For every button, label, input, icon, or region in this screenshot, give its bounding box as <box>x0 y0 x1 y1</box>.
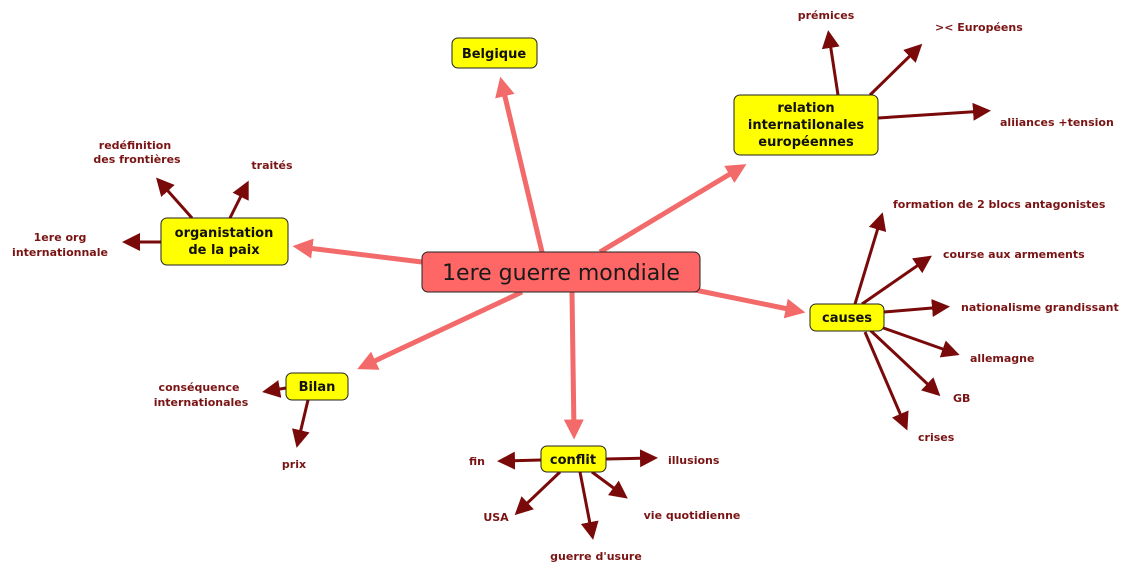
arrow-europeens <box>868 43 923 97</box>
arrow-nationalisme <box>883 299 950 317</box>
leaf-fin[interactable]: fin <box>469 455 485 468</box>
leaf-redefinition[interactable]: redéfinition <box>99 139 171 152</box>
arrow-blocs <box>853 212 887 305</box>
node-belgique-label: Belgique <box>462 47 527 62</box>
arrow-to-bilan <box>357 289 524 370</box>
node-conflit-label: conflit <box>550 453 596 468</box>
causes-arrows <box>853 212 960 431</box>
node-organisation[interactable]: organistation de la paix <box>160 217 289 266</box>
leaf-org[interactable]: 1ere org <box>34 231 87 244</box>
arrow-usa <box>514 470 562 516</box>
leaf-illusions[interactable]: illusions <box>668 454 720 467</box>
arrow-allemagne <box>874 323 960 358</box>
leaf-armements[interactable]: course aux armements <box>943 248 1085 261</box>
node-bilan[interactable]: Bilan <box>285 372 349 401</box>
leaf-usa[interactable]: USA <box>483 511 509 524</box>
leaf-consequence[interactable]: internationales <box>154 396 249 409</box>
leaf-prix[interactable]: prix <box>282 458 306 471</box>
central-node[interactable]: 1ere guerre mondiale <box>421 251 701 293</box>
arrow-to-conflit <box>563 291 584 440</box>
arrow-gb <box>868 328 941 397</box>
leaf-europeens[interactable]: >< Européens <box>935 21 1023 34</box>
arrow-to-organisation <box>292 238 423 265</box>
arrow-vie <box>591 470 628 499</box>
node-relation[interactable]: relation internatilonales européennes <box>733 94 879 156</box>
leaf-usure[interactable]: guerre d'usure <box>550 550 642 563</box>
conflit-arrows <box>497 449 658 540</box>
leaf-org[interactable]: internationnale <box>12 246 108 259</box>
leaf-consequence[interactable]: conséquence <box>159 381 240 394</box>
arrow-traites <box>228 180 249 219</box>
arrow-usure <box>578 471 599 540</box>
arrow-to-belgique <box>495 76 545 253</box>
node-causes[interactable]: causes <box>809 303 885 332</box>
node-relation-label-line: internatilonales <box>748 118 865 133</box>
arrow-to-causes <box>694 287 806 319</box>
arrow-consequence <box>262 380 287 398</box>
node-belgique[interactable]: Belgique <box>451 37 538 69</box>
node-relation-label-line: européennes <box>758 135 854 150</box>
leaf-gb[interactable]: GB <box>953 392 970 405</box>
arrow-redefinition <box>156 177 194 219</box>
organisation-arrows <box>122 177 249 251</box>
arrow-prix <box>292 399 310 448</box>
relation-arrows <box>821 30 991 121</box>
arrow-armements <box>861 255 932 306</box>
leaf-traites[interactable]: traités <box>251 159 293 172</box>
leaf-redefinition[interactable]: des frontières <box>93 153 181 166</box>
leaf-alliances[interactable]: aliiances +tension <box>1000 116 1114 129</box>
arrow-fin <box>497 451 542 470</box>
node-bilan-label: Bilan <box>299 380 336 395</box>
arrow-premices <box>821 30 840 96</box>
leaf-vie-quotidienne[interactable]: vie quotidienne <box>644 509 741 522</box>
leaf-crises[interactable]: crises <box>918 431 955 444</box>
arrow-illusions <box>605 449 658 468</box>
arrow-to-relation <box>598 164 747 255</box>
leaf-nationalisme[interactable]: nationalisme grandissant <box>961 301 1119 314</box>
arrow-alliances <box>877 102 991 121</box>
leaf-blocs[interactable]: formation de 2 blocs antagonistes <box>893 198 1106 211</box>
node-conflit[interactable]: conflit <box>540 445 607 473</box>
central-node-label: 1ere guerre mondiale <box>442 261 680 286</box>
leaf-allemagne[interactable]: allemagne <box>970 352 1034 365</box>
leaf-premices[interactable]: prémices <box>798 9 855 22</box>
node-causes-label: causes <box>822 311 872 326</box>
node-relation-label-line: relation <box>777 101 834 116</box>
node-organisation-label-line: de la paix <box>188 243 260 258</box>
node-organisation-label-line: organistation <box>175 226 274 241</box>
bilan-arrows <box>262 380 310 448</box>
arrow-crises <box>863 331 909 431</box>
